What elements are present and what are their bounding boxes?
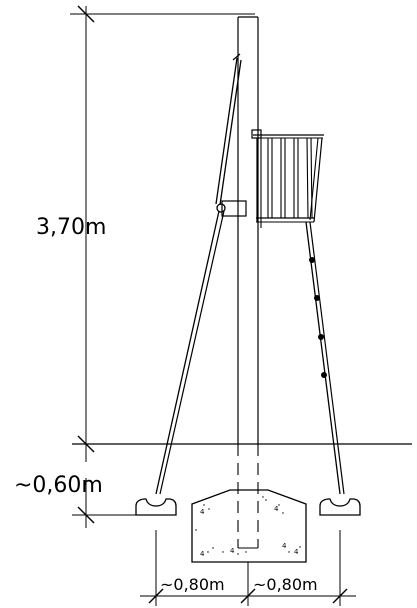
svg-text:4: 4 [230, 547, 235, 555]
height-label: 3,70m [36, 215, 106, 240]
right-anchor-block [319, 498, 361, 516]
svg-text:4: 4 [294, 548, 299, 556]
height-dimension: 3,70m [36, 5, 255, 462]
left-anchor-block [135, 498, 177, 516]
svg-text:4: 4 [274, 505, 279, 513]
right-offset-label: ~0,80m [253, 575, 318, 594]
svg-text:4: 4 [200, 550, 205, 558]
depth-label: ~0,60m [14, 473, 103, 498]
top-guide [232, 53, 241, 61]
rope-cables [155, 57, 242, 495]
svg-text:4: 4 [282, 542, 287, 550]
pulley-bracket [216, 200, 247, 217]
concrete-foundation: 4 4 4 4 4 4 [191, 489, 307, 563]
left-offset-label: ~0,80m [160, 575, 225, 594]
svg-text:4: 4 [200, 508, 205, 516]
bottom-dimension: ~0,80m ~0,80m [140, 530, 356, 606]
basket [251, 129, 324, 228]
main-post [237, 16, 259, 549]
right-chain [305, 221, 345, 495]
depth-dimension: ~0,60m [14, 473, 140, 528]
